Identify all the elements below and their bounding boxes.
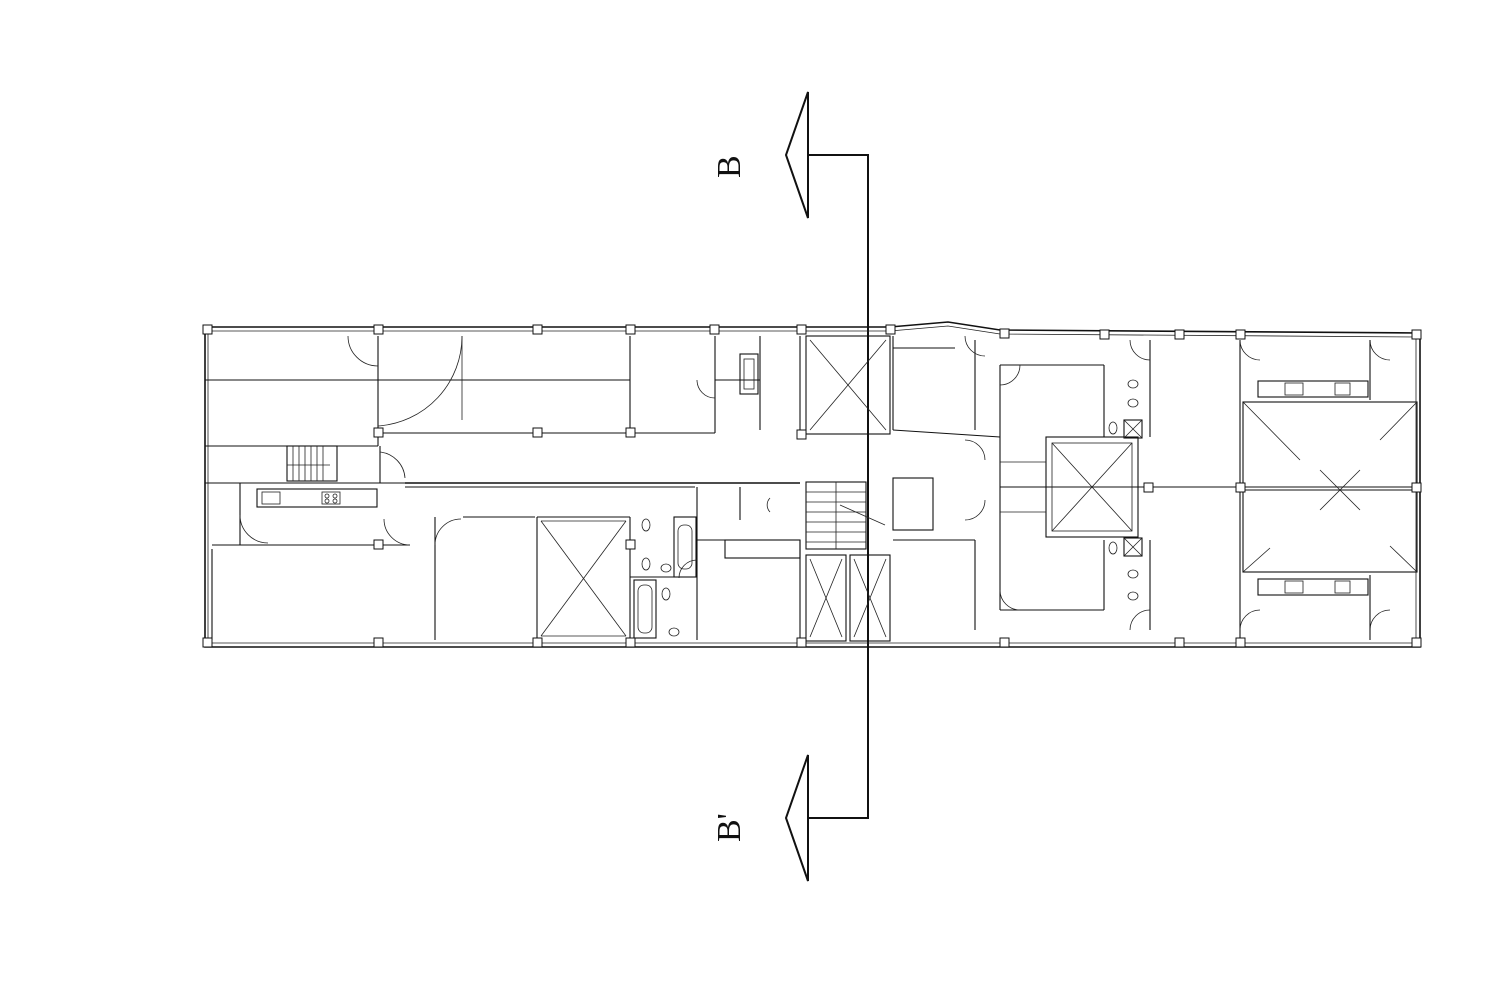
west-bathrooms bbox=[630, 516, 698, 639]
east-bathroom-fixtures bbox=[1108, 379, 1143, 601]
building-outline bbox=[204, 321, 1421, 648]
east-core-shaft bbox=[1000, 436, 1139, 538]
section-cut-line bbox=[808, 154, 869, 819]
west-stair bbox=[286, 445, 338, 482]
north-service-rooms bbox=[696, 335, 891, 435]
east-wing-walls bbox=[892, 335, 1420, 640]
structural-columns bbox=[202, 324, 1422, 648]
section-label-top: B bbox=[711, 155, 748, 178]
west-kitchen-counter bbox=[256, 488, 378, 508]
east-rooms-with-cross bbox=[1242, 339, 1418, 640]
section-label-bottom: B' bbox=[711, 813, 748, 842]
section-arrow-top bbox=[784, 91, 809, 219]
central-core bbox=[696, 477, 934, 642]
section-arrow-bottom bbox=[784, 754, 809, 882]
west-wing-walls bbox=[205, 335, 800, 640]
